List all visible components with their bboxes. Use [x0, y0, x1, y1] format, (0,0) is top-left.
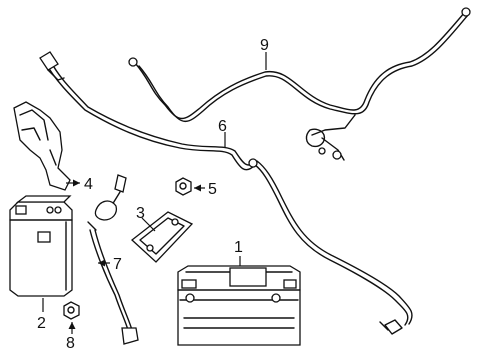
callout-4: 4 [84, 176, 93, 193]
callout-5: 5 [208, 181, 217, 198]
main-battery-1 [177, 265, 301, 346]
hold-down-3 [130, 211, 194, 263]
callout-9: 9 [260, 37, 269, 54]
bracket-4 [13, 101, 71, 191]
callout-7: 7 [113, 256, 122, 273]
callout-2: 2 [37, 315, 46, 332]
callout-8: 8 [66, 335, 75, 352]
leader-3 [141, 217, 156, 232]
battery-cable-7 [87, 174, 139, 345]
battery-cable-9 [128, 7, 471, 161]
nut-5 [175, 177, 192, 196]
battery-cable-6 [39, 51, 413, 335]
callout-3: 3 [136, 205, 145, 222]
small-battery-2 [9, 195, 73, 297]
callout-6: 6 [218, 118, 227, 135]
callout-1: 1 [234, 239, 243, 256]
nut-8 [63, 301, 80, 320]
